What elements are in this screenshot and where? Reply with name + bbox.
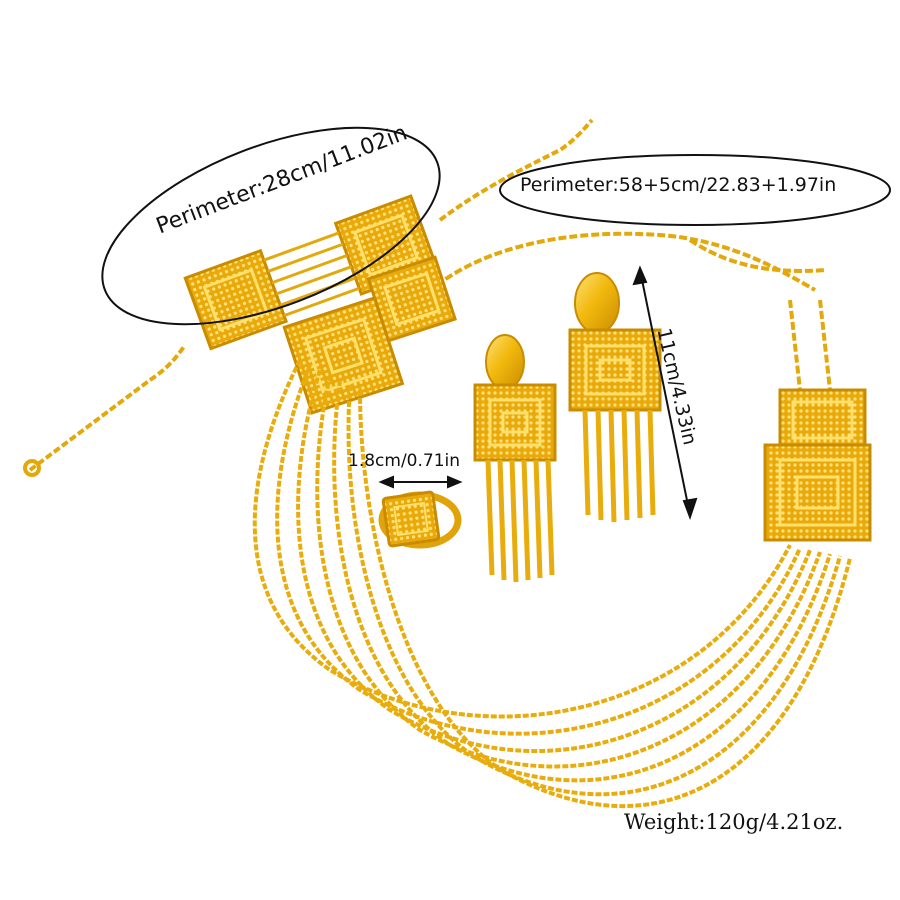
- earring-left: [473, 334, 557, 583]
- ring: [378, 490, 462, 549]
- weight-label: Weight:120g/4.21oz.: [624, 810, 844, 834]
- necklace: [252, 231, 872, 809]
- ring-width-arrow: [378, 475, 463, 489]
- necklace-label-outline: [499, 154, 891, 226]
- bracelet: [23, 118, 594, 477]
- ring-size-label: 1.8cm/0.71in: [348, 451, 461, 471]
- earring-right: [568, 272, 662, 523]
- bracelet-label-outline: [101, 126, 441, 326]
- earring-length-arrow: [632, 265, 698, 520]
- necklace-perimeter-label: Perimeter:58+5cm/22.83+1.97in: [520, 174, 837, 196]
